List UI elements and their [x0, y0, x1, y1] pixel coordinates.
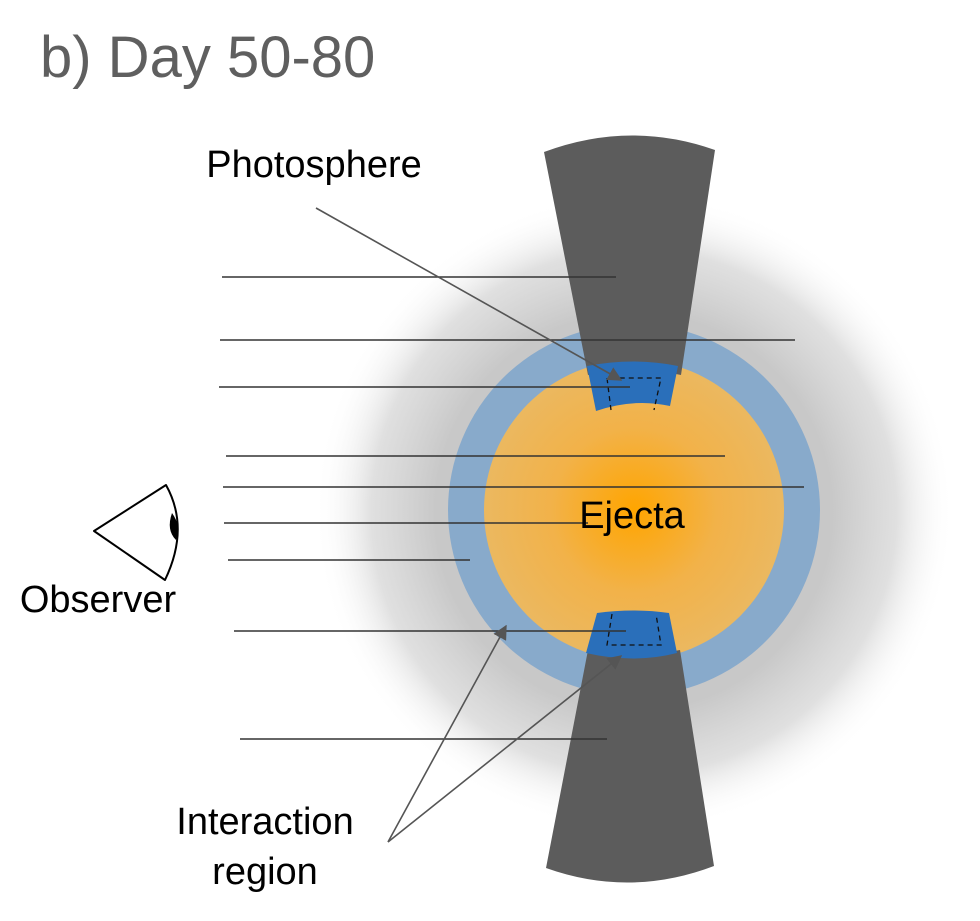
ejecta-sphere: [484, 360, 784, 660]
interaction-arrow-region: [387, 655, 623, 843]
observer-label: Observer: [20, 579, 177, 621]
bottom-jet: [546, 650, 714, 883]
eye-icon: [93, 484, 179, 581]
interaction-label-line2: region: [212, 851, 318, 893]
interaction-region-bottom: [586, 610, 677, 659]
sight-lines: [219, 276, 804, 740]
photosphere-box-top: [606, 377, 662, 411]
ejecta-label: Ejecta: [579, 495, 685, 537]
photosphere-label: Photosphere: [206, 144, 422, 186]
interaction-arrow-shell: [387, 624, 507, 843]
photosphere-box-bottom: [606, 613, 662, 646]
panel-title: b) Day 50-80: [40, 25, 375, 90]
top-jet: [544, 135, 715, 375]
photosphere-arrow: [315, 207, 623, 381]
interaction-label-line1: Interaction: [176, 801, 353, 843]
